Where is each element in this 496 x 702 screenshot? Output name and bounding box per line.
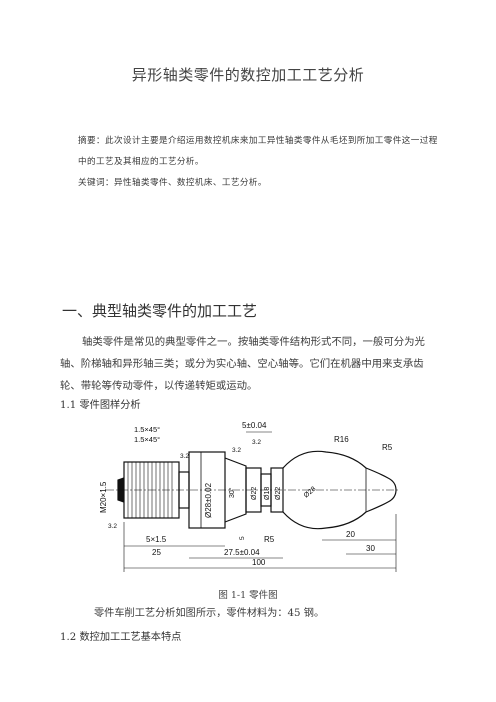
len-27-5-label: 27.5±0.04 bbox=[224, 548, 260, 557]
dia-18-label: Ø18 bbox=[264, 487, 271, 500]
figure-description: 零件车削工艺分析如图所示，零件材料为：45 钢。 bbox=[94, 608, 325, 619]
chamfer-label-2: 1.5×45° bbox=[134, 435, 160, 444]
dia-22-label: Ø22 bbox=[251, 487, 258, 500]
dia-28-label: Ø28±0.02 bbox=[204, 482, 213, 518]
radius-r16-label: R16 bbox=[334, 435, 349, 444]
page-title: 异形轴类零件的数控加工工艺分析 bbox=[131, 66, 365, 84]
roughness-3: 3.2 bbox=[252, 439, 261, 446]
angle-30-label: 30° bbox=[228, 487, 236, 498]
roughness-2: 3.2 bbox=[232, 447, 241, 454]
figure-caption: 图 1-1 零件图 bbox=[218, 590, 278, 601]
thread-label: M20×1.5 bbox=[99, 481, 108, 513]
len-30-label: 30 bbox=[366, 544, 375, 553]
chamfer-label-1: 1.5×45° bbox=[134, 425, 160, 434]
section-paragraph: 轴类零件是常见的典型零件之一。按轴类零件结构形式不同，一般可分为光轴、阶梯轴和异… bbox=[60, 336, 425, 392]
len-100-label: 100 bbox=[252, 558, 266, 567]
len-25-label: 25 bbox=[152, 548, 161, 557]
groove-label: 5×1.5 bbox=[146, 535, 167, 544]
keywords: 关键词：异性轴类零件、数控机床、工艺分析。 bbox=[78, 178, 267, 188]
small-5-label: 5 bbox=[239, 536, 246, 540]
abstract-line-2: 中的工艺及其相应的工艺分析。 bbox=[78, 157, 204, 167]
radius-r5-right-label: R5 bbox=[382, 443, 393, 452]
subsection-heading-1-1: 1.1 零件图样分析 bbox=[60, 400, 141, 411]
radius-r5-bottom-label: R5 bbox=[264, 535, 275, 544]
len-20-label: 20 bbox=[346, 530, 355, 539]
section-heading: 一、典型轴类零件的加工工艺 bbox=[62, 302, 258, 320]
part-drawing: 1.5×45° 1.5×45° 5±0.04 R16 R5 M20×1.5 3.… bbox=[99, 421, 400, 572]
subsection-heading-1-2: 1.2 数控加工工艺基本特点 bbox=[60, 632, 182, 643]
abstract-line-1: 摘要：此次设计主要是介绍运用数控机床来加工异性轴类零件从毛坯到所加工零件这一过程 bbox=[78, 136, 438, 146]
roughness-4: 3.2 bbox=[108, 523, 117, 530]
roughness-1: 3.2 bbox=[180, 453, 189, 460]
dia-28b-label: Ø28 bbox=[303, 486, 318, 500]
dia-22b-label: Ø22 bbox=[275, 487, 282, 500]
len-5-label: 5±0.04 bbox=[242, 421, 267, 430]
